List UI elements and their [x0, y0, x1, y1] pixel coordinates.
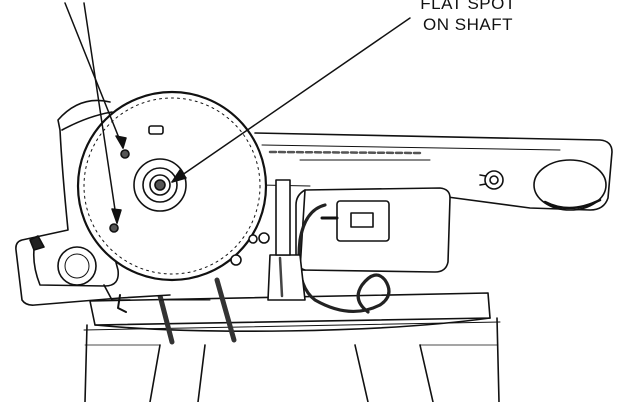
base-cabinet	[83, 292, 501, 402]
belt-arm	[254, 132, 613, 211]
power-cord	[297, 203, 391, 314]
switch-box	[320, 200, 390, 242]
motor-mount	[258, 179, 306, 301]
flat-spot-callout: FLAT SPOT ON SHAFT	[388, 0, 548, 35]
idler-wheel	[479, 159, 607, 211]
disc-guard	[76, 90, 268, 282]
leader-arrows	[64, 2, 411, 224]
flat-spot-label-line2: ON SHAFT	[423, 15, 513, 34]
drive-belts	[155, 277, 237, 345]
flat-spot-label-line1: FLAT SPOT	[420, 0, 516, 13]
